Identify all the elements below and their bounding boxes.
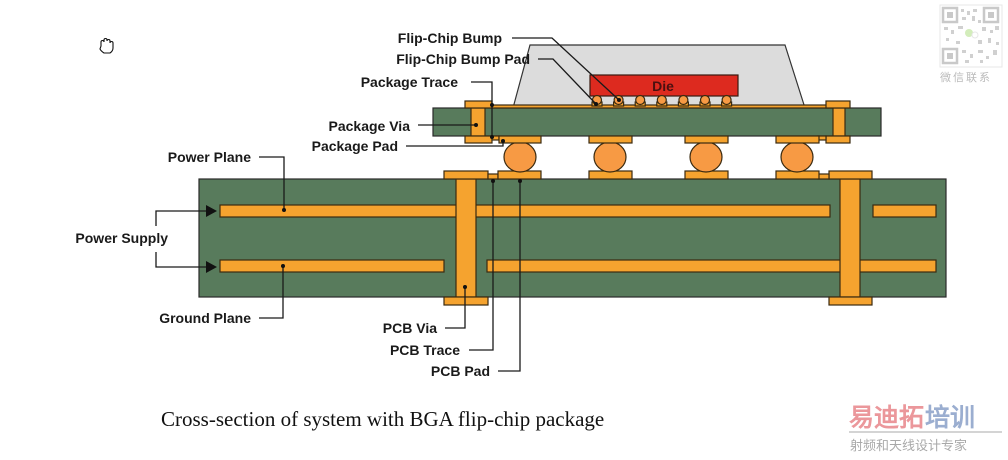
- pcb-via-pad-bottom-right: [828, 296, 873, 306]
- package-pad: [588, 135, 633, 144]
- leader-lines: [155, 37, 621, 372]
- flip-chip-bump: [635, 94, 646, 106]
- leader-flip-chip-bump: [512, 37, 620, 101]
- pcb-board: [198, 170, 947, 306]
- flip-chip-bumps: [591, 94, 733, 107]
- pcb-trace-right: [817, 173, 830, 180]
- label-pcb-via: PCB Via: [383, 320, 437, 336]
- label-package-pad: Package Pad: [312, 138, 398, 154]
- ground-plane-right: [486, 259, 937, 273]
- figure-caption: Cross-section of system with BGA flip-ch…: [161, 407, 604, 431]
- label-flip-chip-bump: Flip-Chip Bump: [398, 30, 502, 46]
- package-via-barrel-right: [832, 107, 846, 137]
- label-ground-plane: Ground Plane: [159, 310, 251, 326]
- leader-ground-plane: [259, 266, 284, 319]
- flip-chip-bump: [721, 94, 732, 106]
- leader-power-supply-top: [155, 210, 208, 226]
- label-package-via: Package Via: [329, 118, 411, 134]
- leader-pcb-via: [445, 287, 466, 329]
- brand-name-red: 易迪拓: [849, 403, 924, 432]
- package-via-barrel-left: [470, 107, 486, 137]
- label-package-trace: Package Trace: [361, 74, 459, 90]
- bga-ball: [689, 141, 723, 173]
- label-pcb-trace: PCB Trace: [390, 342, 460, 358]
- hand-cursor-icon: [99, 37, 114, 54]
- bga-balls: [503, 141, 814, 173]
- pcb-via-pad-bottom-left: [443, 296, 489, 306]
- pcb-via-barrel-right: [839, 178, 861, 298]
- pcb-trace-left: [487, 173, 499, 180]
- pcb-via-pad-top-right: [828, 170, 873, 180]
- bga-ball: [780, 141, 814, 173]
- bga-ball: [593, 141, 627, 173]
- arrow-power-supply-bottom: [206, 261, 217, 273]
- leader-flip-chip-bump-pad: [538, 58, 597, 105]
- package-pad: [684, 135, 729, 144]
- brand-tagline: 射频和天线设计专家: [850, 438, 967, 454]
- package-via-pad-top-left: [464, 100, 493, 109]
- die-assembly: Die: [589, 74, 739, 107]
- label-pcb-pad: PCB Pad: [431, 363, 490, 379]
- package-substrate-core: [432, 107, 882, 137]
- package-via-pad-bottom-left: [464, 135, 493, 144]
- package-pad: [498, 135, 542, 144]
- bga-ball: [503, 141, 537, 173]
- ground-plane-left: [219, 259, 445, 273]
- label-power-plane: Power Plane: [168, 149, 251, 165]
- label-power-supply: Power Supply: [75, 230, 168, 246]
- power-plane-right: [872, 204, 937, 218]
- qr-code-watermark: [939, 4, 1003, 68]
- pcb-substrate: [198, 178, 947, 298]
- package-via-pad-bottom-right: [825, 135, 851, 144]
- die-label: Die: [652, 78, 674, 94]
- power-plane-left: [219, 204, 831, 218]
- pcb-via-barrel-left: [455, 178, 477, 298]
- pcb-via-pad-top-left: [443, 170, 489, 180]
- flip-chip-bump: [699, 94, 711, 106]
- leader-package-trace: [471, 81, 493, 137]
- package-pad: [775, 135, 820, 144]
- brand-name-blue: 培训: [925, 403, 975, 432]
- leader-power-supply-bottom: [155, 252, 208, 268]
- leader-pcb-pad: [498, 181, 521, 372]
- flip-chip-bump: [678, 94, 689, 106]
- brand-watermark: 易迪拓 培训 射频和天线设计专家: [849, 403, 1002, 454]
- leader-power-plane: [259, 156, 285, 210]
- labels: Flip-Chip Bump Flip-Chip Bump Pad Packag…: [75, 30, 530, 379]
- flip-chip-bump: [656, 94, 667, 106]
- label-flip-chip-bump-pad: Flip-Chip Bump Pad: [396, 51, 530, 67]
- arrow-power-supply-top: [206, 205, 217, 217]
- leader-pcb-trace: [469, 181, 494, 351]
- qr-code-caption: 微信联系: [940, 70, 992, 84]
- package-via-pad-top-right: [825, 100, 851, 109]
